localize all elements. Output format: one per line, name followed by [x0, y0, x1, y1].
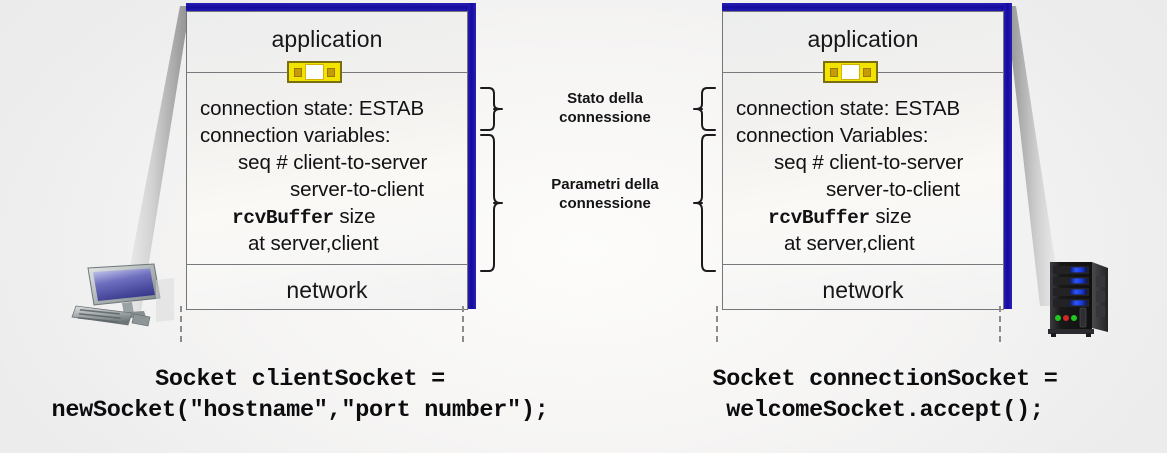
client-stack-right-dropline [462, 306, 464, 342]
socket-pin-right [327, 67, 335, 77]
server-tower-icon [1040, 254, 1122, 340]
connection-state-annotation-line2: connessione [559, 109, 651, 127]
client-line-0: connection state: ESTAB [200, 97, 425, 120]
socket-hole [841, 64, 860, 80]
client-rcvbuffer-suffix: size [333, 205, 376, 228]
socket-pin-right [863, 67, 871, 77]
connection-params-annotation: Parametri della connessione [525, 175, 685, 213]
server-stack-top-accent [722, 3, 1012, 11]
server-divider-bottom [723, 264, 1003, 265]
connection-state-annotation: Stato della connessione [525, 89, 685, 127]
client-stack-right-accent [468, 3, 476, 309]
client-network-label: network [286, 277, 368, 303]
client-protocol-stack: application connection state: ESTAB conn… [186, 3, 476, 310]
server-params-brace [693, 133, 717, 273]
socket-icon [823, 61, 878, 83]
socket-pin-left [830, 67, 838, 77]
server-application-label: application [807, 26, 919, 52]
server-rcvbuffer-token: rcvBuffer [768, 207, 870, 229]
server-line-3: server-to-client [826, 178, 960, 201]
server-line-1: connection Variables: [736, 124, 929, 147]
server-stack-right-accent [1004, 3, 1012, 309]
socket-pin-left [294, 67, 302, 77]
client-socket-code: Socket clientSocket = newSocket("hostnam… [0, 364, 600, 427]
client-params-brace [479, 133, 503, 273]
server-line-0: connection state: ESTAB [736, 97, 961, 120]
desktop-computer-icon [70, 262, 188, 330]
client-code-line-2: newSocket("hostname","port number"); [51, 397, 549, 425]
client-rcvbuffer-token: rcvBuffer [232, 207, 334, 229]
server-stack-right-dropline [999, 306, 1001, 342]
server-code-line-2: welcomeSocket.accept(); [726, 397, 1044, 425]
server-stack-left-dropline [716, 306, 718, 342]
client-divider-bottom [187, 264, 467, 265]
server-line-5: at server,client [784, 232, 915, 255]
client-state-brace [479, 86, 503, 132]
server-code-line-1: Socket connectionSocket = [712, 366, 1058, 393]
socket-hole [305, 64, 324, 80]
server-line-4: rcvBuffer size [768, 205, 911, 229]
server-state-brace [693, 86, 717, 132]
client-line-5: at server,client [248, 232, 379, 255]
server-protocol-stack: application connection state: ESTAB conn… [722, 3, 1012, 310]
connection-params-annotation-line1: Parametri della [551, 176, 659, 193]
client-line-4: rcvBuffer size [232, 205, 375, 229]
server-network-label: network [822, 277, 904, 303]
client-line-3: server-to-client [290, 178, 424, 201]
server-socket-code: Socket connectionSocket = welcomeSocket.… [605, 364, 1165, 427]
client-line-1: connection variables: [200, 124, 391, 147]
client-code-line-1: Socket clientSocket = [155, 366, 445, 393]
server-rcvbuffer-suffix: size [869, 205, 912, 228]
connection-state-annotation-line1: Stato della [567, 90, 643, 107]
client-line-2: seq # client-to-server [238, 151, 428, 174]
client-stack-left-dropline [180, 306, 182, 342]
client-application-label: application [271, 26, 383, 52]
connection-params-annotation-line2: connessione [559, 195, 651, 213]
client-stack-top-accent [186, 3, 476, 11]
server-line-2: seq # client-to-server [774, 151, 964, 174]
socket-icon [287, 61, 342, 83]
